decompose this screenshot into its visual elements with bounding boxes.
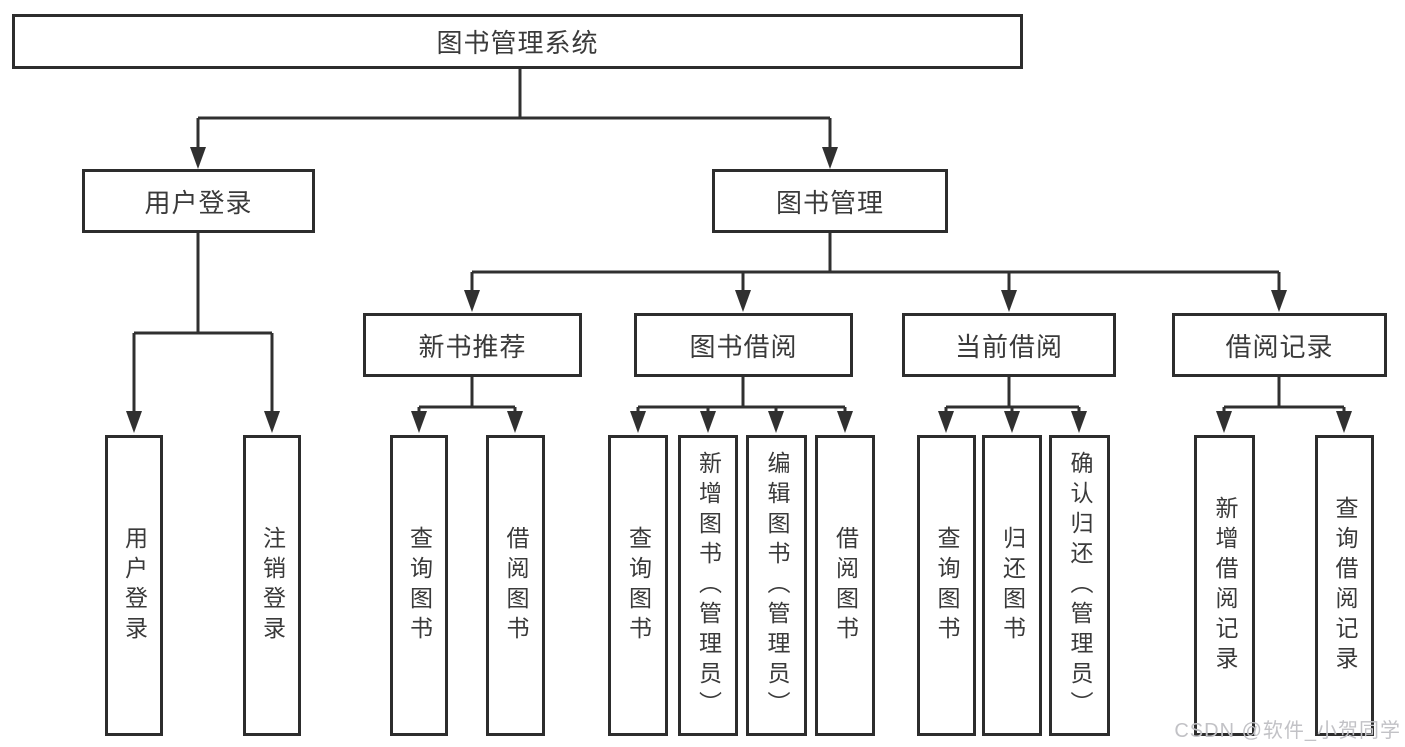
connector-newbooks-to-leaves <box>411 377 523 433</box>
connector-current-to-leaves <box>938 377 1087 433</box>
node-borrowing-records: 借阅记录 <box>1172 313 1387 377</box>
leaf-add-borrow-record: 新增借阅记录 <box>1194 435 1255 736</box>
node-book-borrowing: 图书借阅 <box>634 313 853 377</box>
node-current-borrowing: 当前借阅 <box>902 313 1116 377</box>
connector-login-to-leaves <box>126 233 280 433</box>
connector-management-to-level3 <box>464 233 1287 312</box>
watermark: CSDN @软件_小贺同学 <box>1174 720 1401 742</box>
leaf-query-borrow-record: 查询借阅记录 <box>1315 435 1374 736</box>
leaf-borrow-books-2: 借阅图书 <box>815 435 875 736</box>
leaf-return-books: 归还图书 <box>982 435 1042 736</box>
leaf-logout: 注销登录 <box>243 435 301 736</box>
node-book-management: 图书管理 <box>712 169 948 233</box>
leaf-user-login: 用户登录 <box>105 435 163 736</box>
leaf-confirm-return-admin: 确认归还（管理员） <box>1049 435 1110 736</box>
connector-records-to-leaves <box>1216 377 1352 433</box>
leaf-edit-books-admin: 编辑图书（管理员） <box>746 435 807 736</box>
node-new-book-recommend: 新书推荐 <box>363 313 582 377</box>
connector-borrow-to-leaves <box>630 377 853 433</box>
leaf-add-books-admin: 新增图书（管理员） <box>678 435 738 736</box>
node-library-management-system: 图书管理系统 <box>12 14 1023 69</box>
node-user-login: 用户登录 <box>82 169 315 233</box>
connector-root-to-level2 <box>190 69 838 169</box>
leaf-query-books-3: 查询图书 <box>917 435 976 736</box>
leaf-borrow-books: 借阅图书 <box>486 435 545 736</box>
leaf-query-books: 查询图书 <box>390 435 448 736</box>
leaf-query-books-2: 查询图书 <box>608 435 668 736</box>
